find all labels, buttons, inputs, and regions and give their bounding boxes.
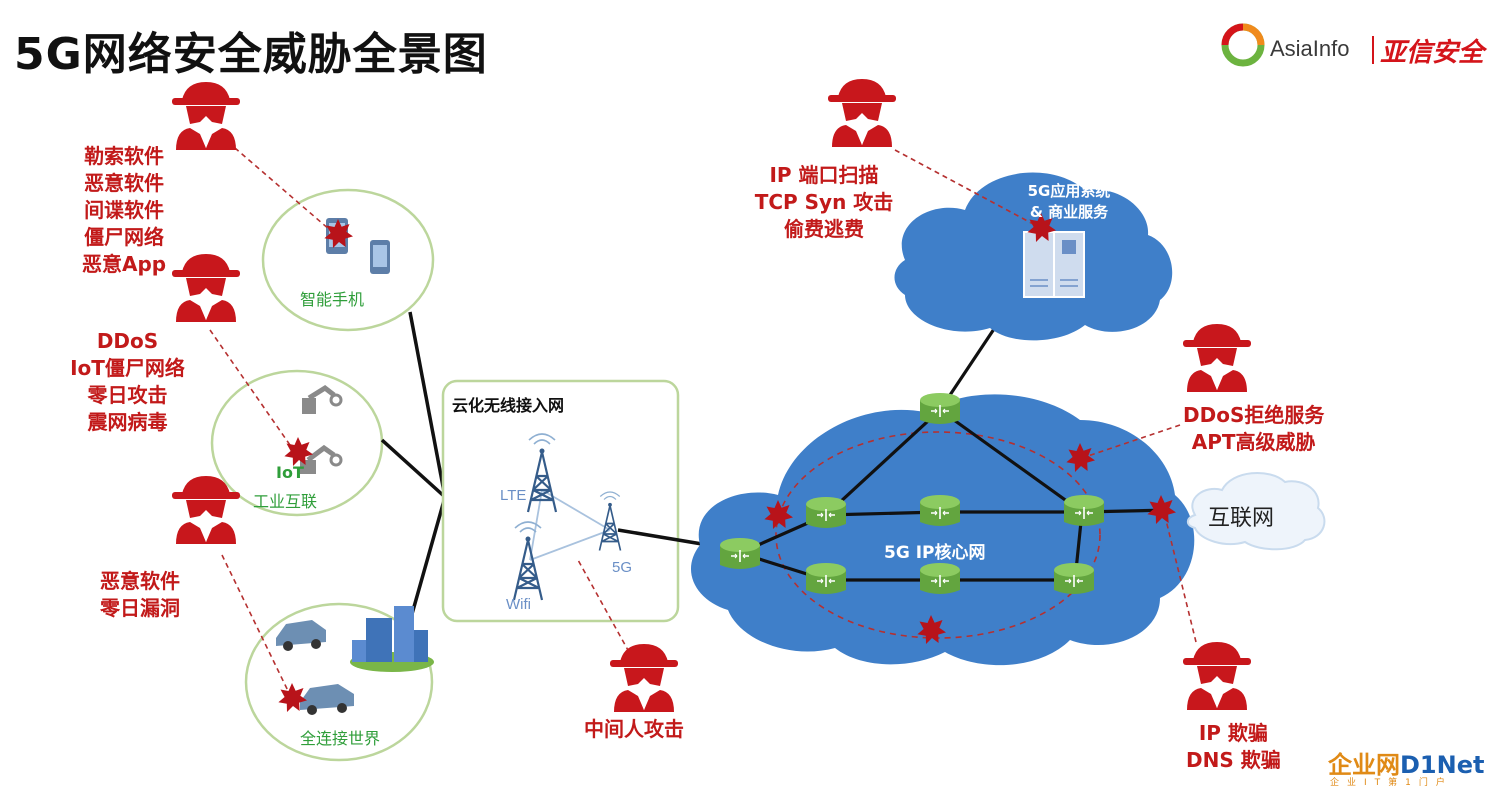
- threat-list-phone: 勒索软件 恶意软件 间谍软件 僵尸网络 恶意App: [82, 143, 166, 278]
- core-node-icon: [805, 496, 847, 529]
- asiainfo-logo: AsiaInfo 亚信安全: [1220, 14, 1490, 74]
- logo-brand-cn: 亚信安全: [1380, 38, 1485, 68]
- threat-item: 中间人攻击: [584, 717, 684, 741]
- connected-world-circle: [244, 602, 434, 762]
- internet-cloud: [1186, 471, 1326, 551]
- logo-brand-en: AsiaInfo: [1270, 36, 1350, 61]
- hacker-icon: [172, 82, 240, 150]
- app-cloud-label-line: & 商业服务: [1029, 203, 1109, 221]
- threat-list-app: IP 端口扫描 TCP Syn 攻击 偷费逃费: [750, 162, 898, 243]
- core-node-icon: [919, 494, 961, 527]
- asiainfo-logo-icon: [1221, 23, 1265, 67]
- threat-item: APT高级威胁: [1191, 430, 1316, 454]
- watermark-en: D1Net: [1400, 751, 1485, 779]
- threat-item: 零日攻击: [87, 383, 168, 407]
- page-title: 5G网络安全威胁全景图: [14, 29, 488, 80]
- core-node-icon: [919, 562, 961, 595]
- threat-item: 勒索软件: [84, 144, 165, 168]
- device-links: [380, 311, 478, 615]
- watermark-main: 企业网D1Net: [1328, 745, 1484, 780]
- threat-item: 恶意软件: [100, 569, 180, 593]
- watermark-cn: 企业网: [1328, 751, 1400, 779]
- threat-item: DDoS: [96, 329, 159, 353]
- city-buildings-icon: [350, 606, 434, 672]
- threat-item: 僵尸网络: [84, 225, 165, 249]
- threat-list-spoof: IP 欺骗 DNS 欺骗: [1186, 720, 1281, 774]
- core-node-icon: [719, 537, 761, 570]
- smartphone-circle: [261, 188, 435, 332]
- lte-label: LTE: [500, 487, 527, 504]
- threat-item: IP 端口扫描: [769, 163, 879, 187]
- app-cloud-label-line: 5G应用系统: [1027, 182, 1111, 200]
- d1net-watermark: 企业网D1Net 企业IT第1门户: [1328, 745, 1488, 788]
- car-icon: [276, 620, 354, 715]
- core-node-icon: [1063, 494, 1105, 527]
- threat-item: 间谍软件: [84, 198, 165, 222]
- iot-circle: [210, 369, 384, 517]
- core-node-icon: [1053, 562, 1095, 595]
- hacker-icon: [610, 644, 678, 712]
- threat-item: 零日漏洞: [100, 596, 180, 620]
- core-node-icon: [919, 392, 961, 425]
- server-icon: [1023, 231, 1085, 298]
- ran-title: 云化无线接入网: [452, 396, 565, 415]
- threat-item: 恶意App: [82, 252, 167, 276]
- robot-arm-icon: [300, 384, 343, 474]
- watermark-sub: 企业IT第1门户: [1330, 778, 1453, 788]
- threat-item: TCP Syn 攻击: [754, 190, 894, 214]
- threat-item: IP 欺骗: [1198, 721, 1268, 745]
- core-network-label: 5G IP核心网: [884, 543, 986, 563]
- hacker-icon: [828, 79, 896, 147]
- internet-label: 互联网: [1208, 506, 1275, 531]
- 5g-label: 5G: [612, 559, 633, 576]
- logo-separator: [1372, 36, 1374, 64]
- threat-item: DNS 欺骗: [1186, 748, 1281, 772]
- iot-label: IoT: [276, 463, 304, 482]
- attack-arrows: [209, 141, 1197, 696]
- threat-item: 恶意软件: [84, 171, 165, 195]
- core-cloud: [690, 394, 1195, 666]
- connected-world-label: 全连接世界: [300, 729, 381, 748]
- hacker-icon: [1183, 324, 1251, 392]
- threat-item: DDoS拒绝服务: [1183, 403, 1325, 427]
- wifi-label: Wifi: [506, 596, 531, 613]
- core-node-icon: [805, 562, 847, 595]
- industrial-internet-label: 工业互联: [253, 492, 318, 511]
- threat-list-mitm: 中间人攻击: [584, 716, 684, 743]
- hacker-icon: [172, 254, 240, 322]
- threat-list-core: DDoS拒绝服务 APT高级威胁: [1183, 402, 1324, 456]
- threat-item: IoT僵尸网络: [70, 356, 185, 380]
- threat-item: 偷费逃费: [784, 217, 864, 241]
- smartphone-label: 智能手机: [300, 290, 365, 309]
- hacker-icon: [1183, 642, 1251, 710]
- threat-list-iot: DDoS IoT僵尸网络 零日攻击 震网病毒: [60, 328, 195, 436]
- threat-list-world: 恶意软件 零日漏洞: [100, 568, 180, 622]
- app-cloud-label: 5G应用系统 & 商业服务: [1010, 180, 1128, 222]
- threat-item: 震网病毒: [87, 410, 168, 434]
